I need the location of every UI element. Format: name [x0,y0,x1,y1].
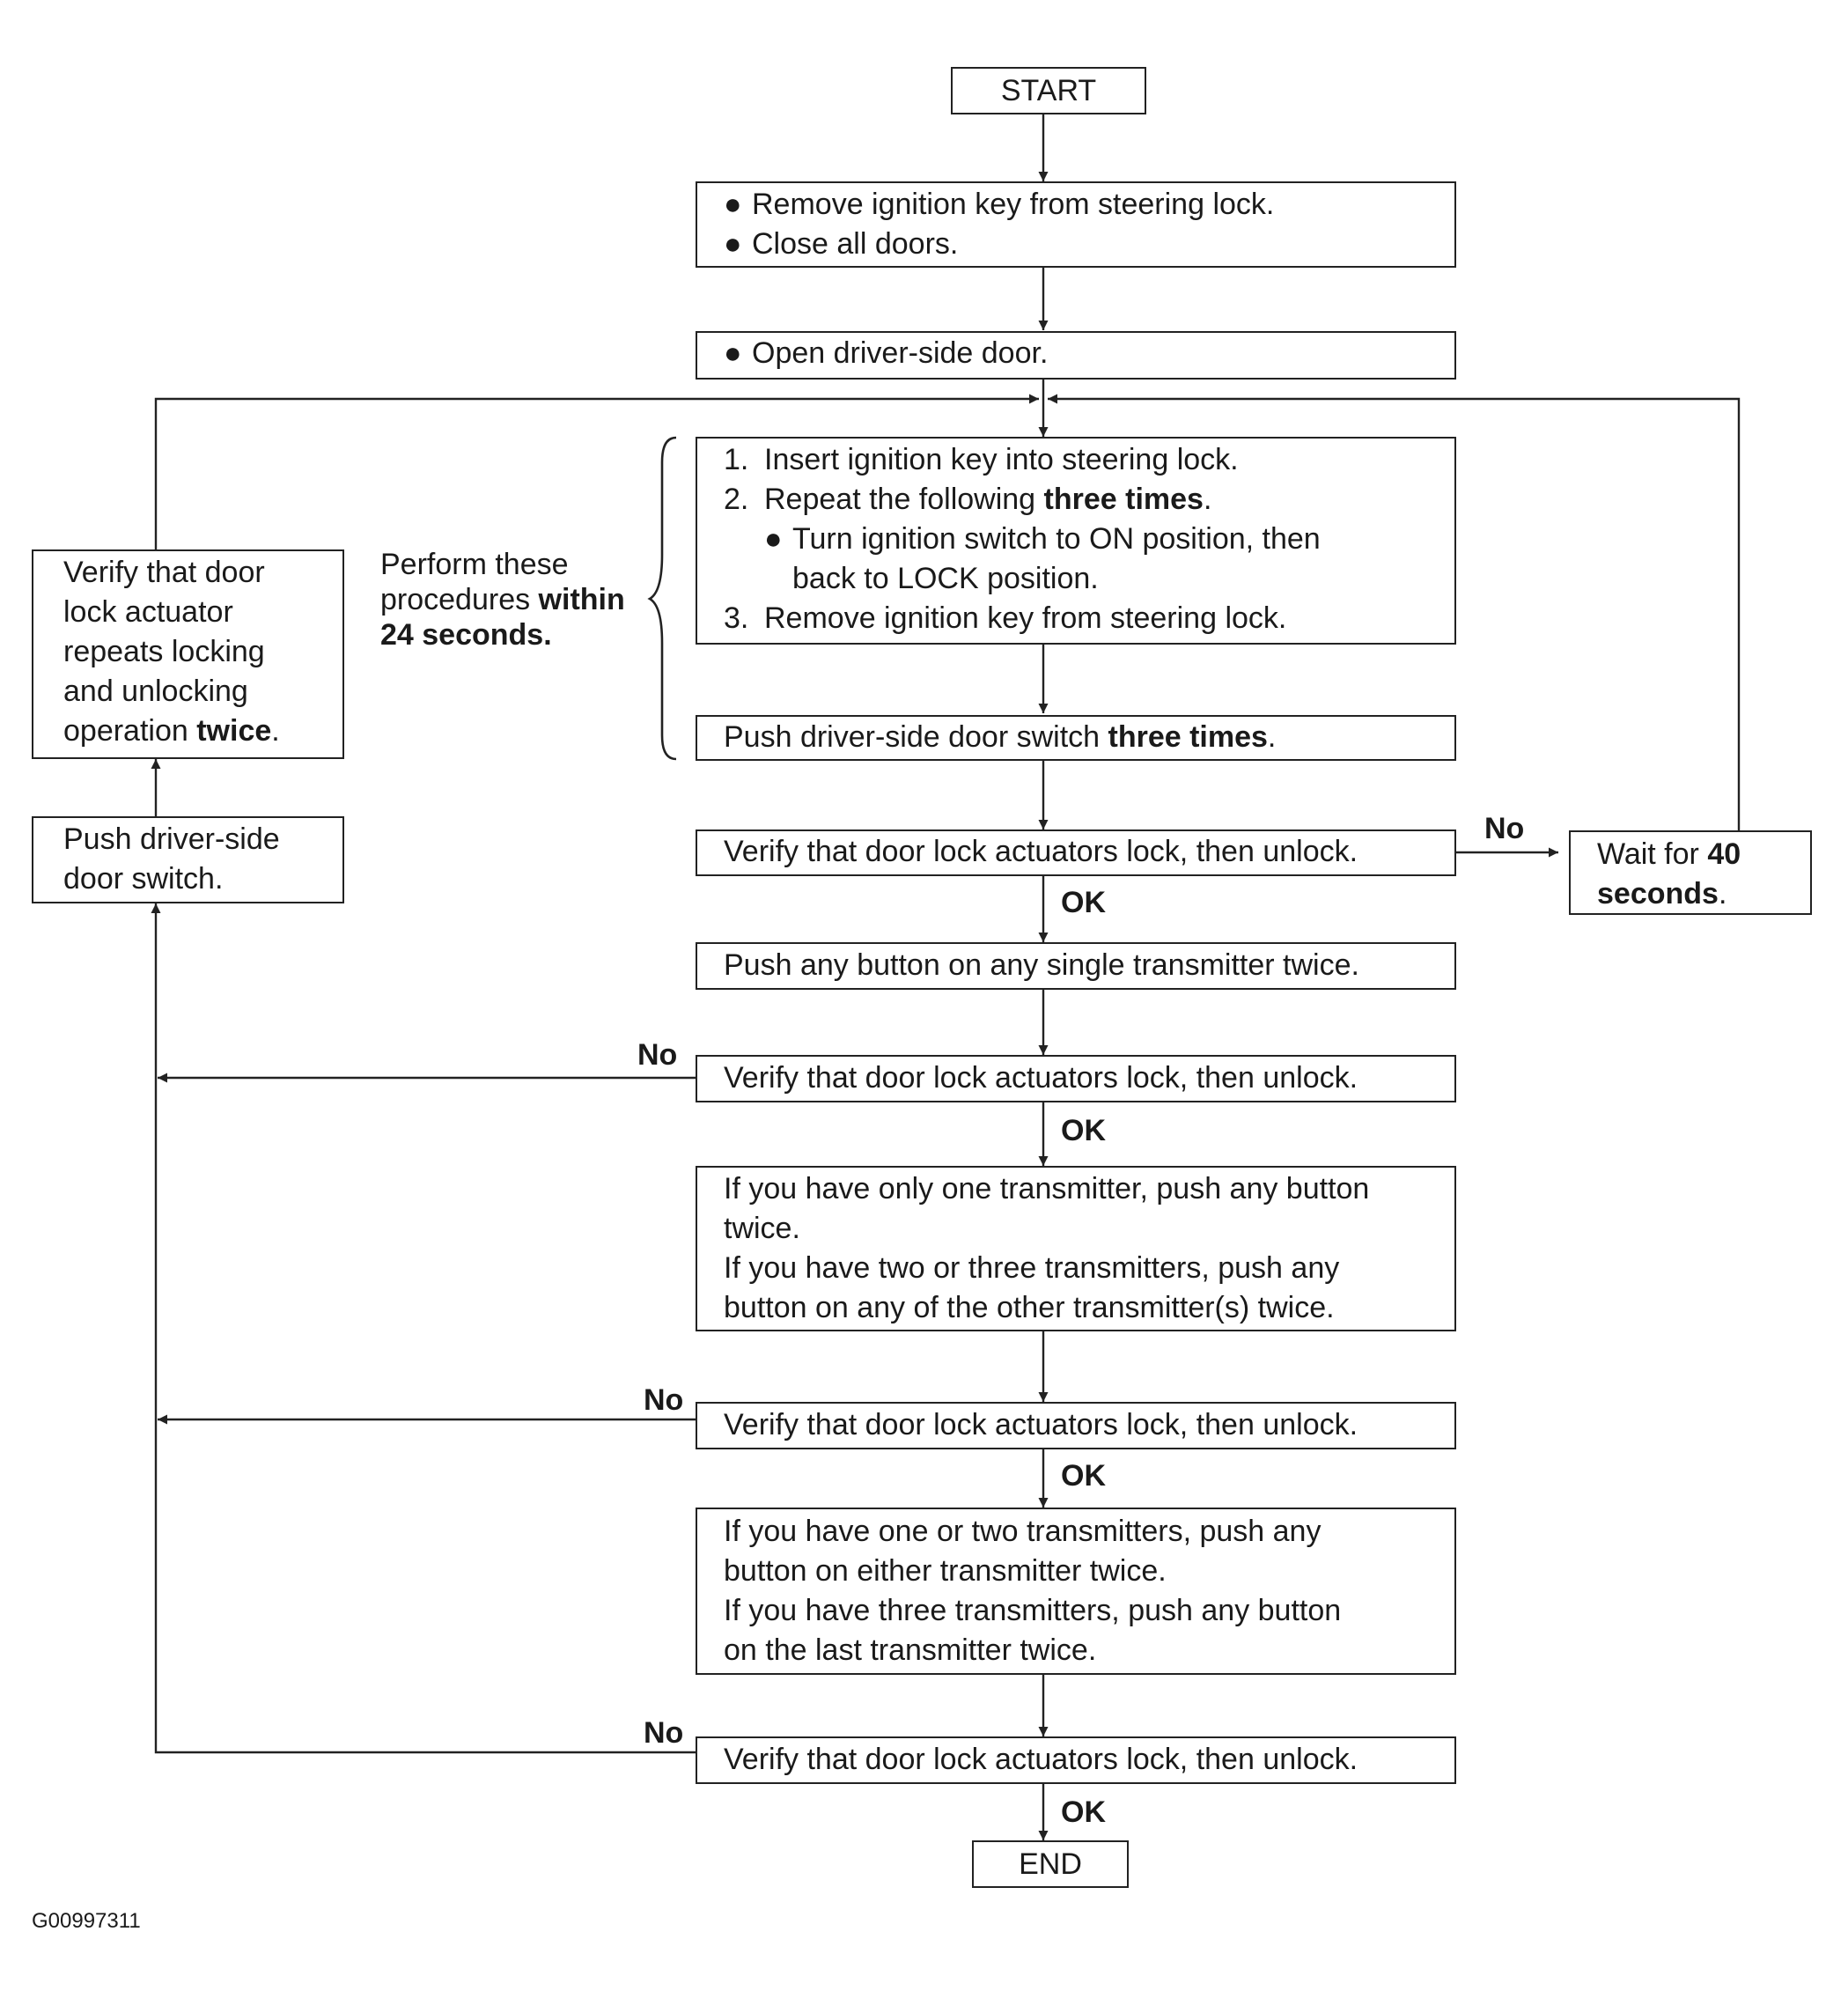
left-verify-line-5-bold: twice [196,714,272,748]
arrow-left-loop-back [154,394,1039,549]
end-label: END [1019,1847,1082,1881]
push-switch-pre: Push driver-side door switch [724,720,1108,754]
curly-brace [647,436,677,761]
decision-verify-2: Verify that door lock actuators lock, th… [696,1055,1456,1102]
wait-bold-1: 40 [1707,837,1741,871]
start-box: START [951,67,1146,114]
arrow-wait-loop-back [1048,394,1741,830]
step-open-driver-door: ●Open driver-side door. [696,331,1456,380]
if-two-line-4: on the last transmitter twice. [724,1633,1097,1667]
left-push-line-2: door switch. [63,862,224,896]
procedure-item-2-post: . [1203,483,1212,516]
if-one-line-4: button on any of the other transmitter(s… [724,1291,1335,1324]
decision-verify-4: Verify that door lock actuators lock, th… [696,1736,1456,1784]
start-label: START [1000,73,1097,107]
if-one-line-2: twice. [724,1212,800,1245]
if-two-line-2: button on either transmitter twice. [724,1554,1167,1588]
if-two-line-1: If you have one or two transmitters, pus… [724,1515,1322,1548]
verify-4-ok-label: OK [1061,1795,1106,1829]
step-wait-40-seconds: Wait for 40 seconds. [1569,830,1812,915]
verify-2-text: Verify that door lock actuators lock, th… [724,1061,1358,1095]
step1-bullet-1: Remove ignition key from steering lock. [752,188,1275,221]
figure-id: G00997311 [32,1909,141,1933]
step-verify-actuator-repeats: Verify that door lock actuator repeats l… [32,549,344,759]
if-one-line-1: If you have only one transmitter, push a… [724,1172,1370,1205]
wait-post: . [1718,877,1727,911]
end-box: END [972,1840,1129,1888]
push-any-text: Push any button on any single transmitte… [724,948,1359,982]
push-switch-post: . [1267,720,1277,754]
push-switch-bold: three times [1108,720,1268,754]
if-one-line-3: If you have two or three transmitters, p… [724,1251,1340,1285]
left-verify-line-4: and unlocking [63,675,248,708]
time-note-line-2-bold: within [538,583,625,616]
time-note-line-2-pre: procedures [380,583,539,616]
verify-3-no-label: No [644,1383,684,1417]
step-push-any-transmitter: Push any button on any single transmitte… [696,942,1456,990]
decision-verify-1: Verify that door lock actuators lock, th… [696,829,1456,876]
verify-4-no-label: No [644,1716,684,1750]
left-verify-line-5-post: . [271,714,280,748]
procedure-sub-1: Turn ignition switch to ON position, the… [792,522,1321,556]
verify-1-ok-label: OK [1061,886,1106,919]
wait-bold-2: seconds [1597,877,1719,911]
step-remove-key-close-doors: ●Remove ignition key from steering lock.… [696,181,1456,268]
procedure-item-1: Insert ignition key into steering lock. [764,443,1239,476]
procedure-item-2-bold: three times [1043,483,1204,516]
verify-3-ok-label: OK [1061,1459,1106,1493]
procedure-item-3: Remove ignition key from steering lock. [764,601,1287,635]
step-push-switch-three-times: Push driver-side door switch three times… [696,715,1456,761]
left-verify-line-5-pre: operation [63,714,197,748]
procedure-item-2-pre: Repeat the following [764,483,1044,516]
verify-3-text: Verify that door lock actuators lock, th… [724,1408,1358,1441]
verify-2-ok-label: OK [1061,1114,1106,1147]
if-two-line-3: If you have three transmitters, push any… [724,1594,1342,1627]
step-push-driver-switch: Push driver-side door switch. [32,816,344,903]
step1-bullet-2: Close all doors. [752,227,959,261]
verify-4-text: Verify that door lock actuators lock, th… [724,1743,1358,1776]
left-verify-line-3: repeats locking [63,635,265,668]
left-verify-line-1: Verify that door [63,556,265,589]
arrow-verify4-no-to-left [151,903,696,1754]
procedure-num-3: 3. [724,601,749,635]
verify-1-text: Verify that door lock actuators lock, th… [724,835,1358,868]
procedure-num-2: 2. [724,483,749,516]
step-ignition-procedure: 1. Insert ignition key into steering lock… [696,437,1456,645]
verify-2-no-label: No [637,1038,678,1072]
step-other-transmitters: If you have only one transmitter, push a… [696,1166,1456,1331]
decision-verify-3: Verify that door lock actuators lock, th… [696,1402,1456,1449]
step-last-transmitter: If you have one or two transmitters, pus… [696,1508,1456,1675]
wait-pre: Wait for [1597,837,1708,871]
procedure-sub-2: back to LOCK position. [792,562,1099,595]
procedure-num-1: 1. [724,443,749,476]
verify-1-no-label: No [1484,812,1525,845]
time-note-line-1: Perform these [380,548,569,581]
left-push-line-1: Push driver-side [63,822,280,856]
time-limit-note: Perform these procedures within 24 secon… [380,547,625,652]
time-note-line-3: 24 seconds. [380,618,552,652]
step2-bullet: Open driver-side door. [752,336,1049,370]
left-verify-line-2: lock actuator [63,595,233,629]
